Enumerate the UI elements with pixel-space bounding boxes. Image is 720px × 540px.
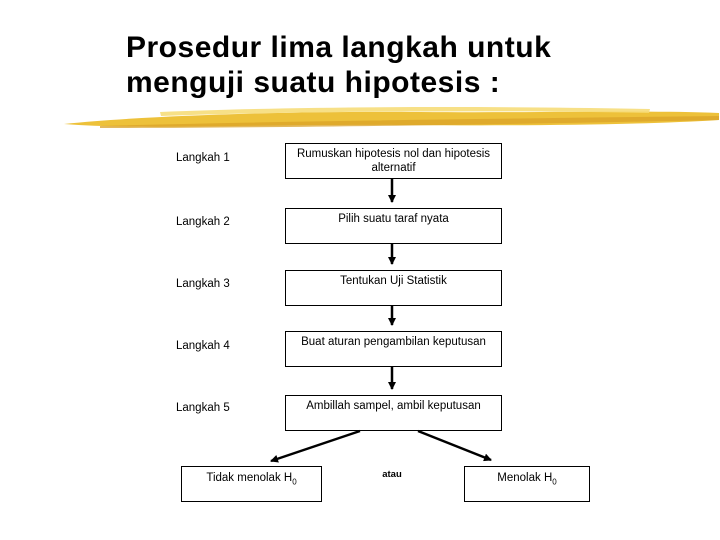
- slide-title: Prosedur lima langkah untuk menguji suat…: [126, 30, 551, 100]
- outcome-reject-label: Menolak H: [497, 472, 553, 484]
- step-label-5: Langkah 5: [176, 402, 230, 414]
- outcome-box-reject: Menolak H0: [464, 466, 590, 502]
- slide-title-line1: Prosedur lima langkah untuk: [126, 31, 552, 64]
- slide-title-line2: menguji suatu hipotesis :: [126, 66, 501, 99]
- outcome-not-reject-label: Tidak menolak H: [206, 472, 293, 484]
- step-label-1: Langkah 1: [176, 152, 230, 164]
- flow-box-step-5: Ambillah sampel, ambil keputusan: [285, 395, 502, 431]
- flow-box-step-4: Buat aturan pengambilan keputusan: [285, 331, 502, 367]
- arrow-step5-right-outcome-icon: [417, 429, 492, 462]
- step-label-3: Langkah 3: [176, 278, 230, 290]
- outcome-box-not-reject: Tidak menolak H0: [181, 466, 322, 502]
- step-label-2: Langkah 2: [176, 216, 230, 228]
- outcome-connector-label: atau: [382, 469, 402, 480]
- flow-box-step-3: Tentukan Uji Statistik: [285, 270, 502, 306]
- flow-box-step-2: Pilih suatu taraf nyata: [285, 208, 502, 244]
- step-label-4: Langkah 4: [176, 340, 230, 352]
- flow-box-step-1: Rumuskan hipotesis nol dan hipotesis alt…: [285, 143, 502, 179]
- arrow-step5-left-outcome-icon: [270, 429, 361, 463]
- highlight-brush-stroke: [64, 107, 719, 128]
- outcome-not-reject-subscript: 0: [292, 477, 297, 487]
- outcome-reject-subscript: 0: [552, 477, 557, 487]
